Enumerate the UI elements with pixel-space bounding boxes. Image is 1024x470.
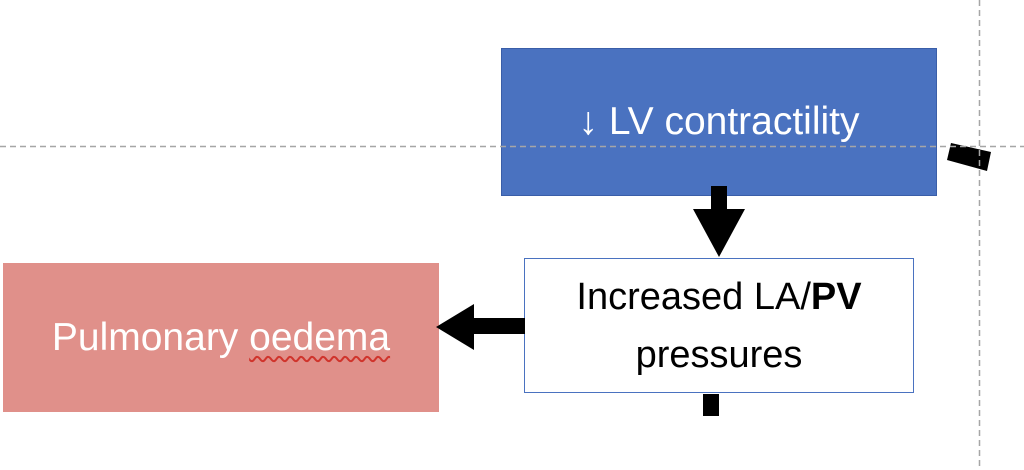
arrow-left-connector [436,304,525,350]
increased-la-text: Increased LA/ [576,275,811,318]
lv-contractility-label: LV contractility [608,100,860,143]
lv-contractility-box[interactable]: ↓ LV contractility [501,48,937,196]
pulmonary-oedema-box[interactable]: Pulmonary oedema [3,263,439,412]
oedema-text: oedema [249,315,391,359]
down-arrow-glyph: ↓ [578,100,598,143]
arrow-down-connector [693,186,745,257]
increased-pressures-box[interactable]: Increased LA/PV pressures [524,258,914,393]
increased-pressures-line1: Increased LA/PV [576,268,861,326]
arrow-partial-right [947,143,991,171]
pulmonary-text: Pulmonary [51,315,239,359]
pv-bold-text: PV [810,275,862,318]
arrow-stub-bottom [703,394,719,416]
pressures-text: pressures [635,333,803,376]
